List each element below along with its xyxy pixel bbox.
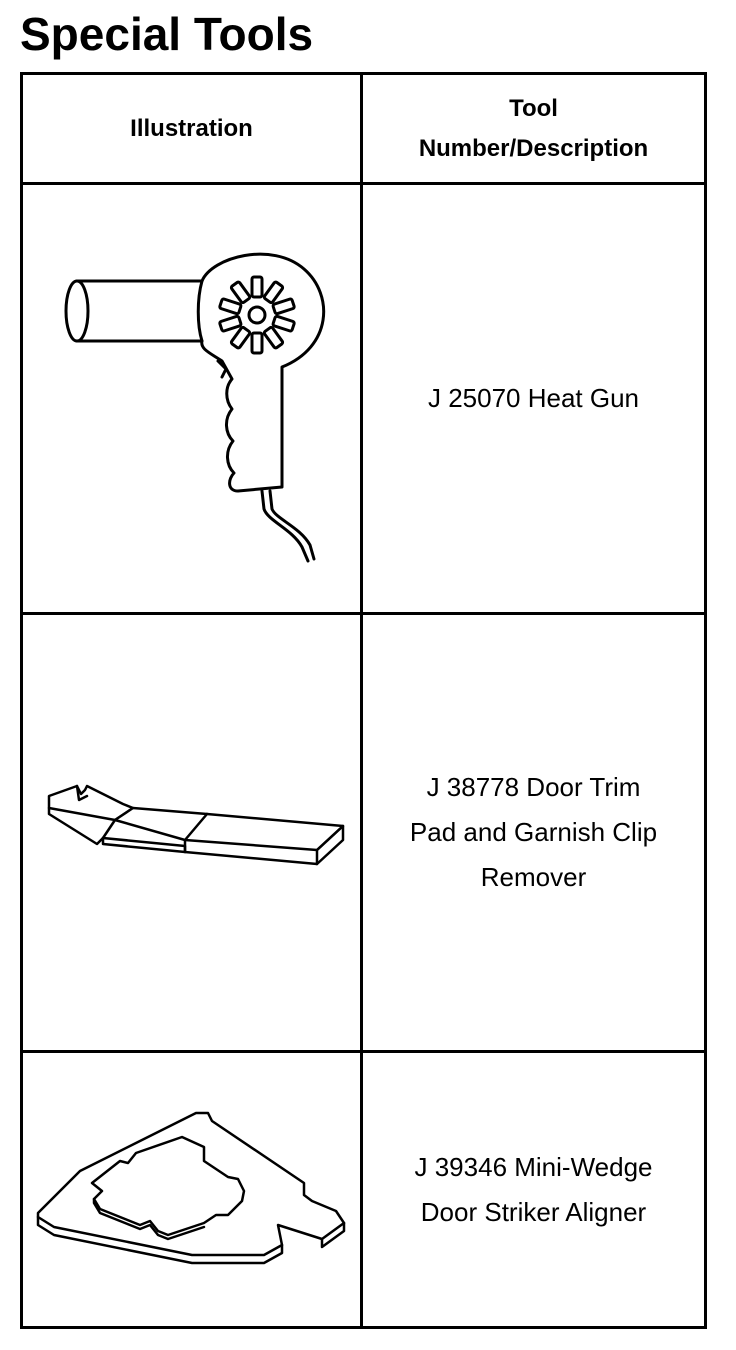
header-tool-line: Tool [509,94,558,122]
tool-description-line: J 38778 Door Trim [426,772,641,802]
header-number-description-line: Number/Description [418,134,649,162]
tool-description-line: J 25070 Heat Gun [427,383,640,413]
tool-description-line: J 39346 Mini-Wedge [414,1151,653,1182]
special-tools-table: Illustration Tool Number/Description [20,72,707,1329]
tool-description-cell: J 39346 Mini-Wedge Door Striker Aligner [360,1050,707,1329]
tool-description-cell: J 38778 Door Trim Pad and Garnish Clip R… [360,612,707,1053]
illustration-cell [20,1050,363,1329]
tool-description-line: Pad and Garnish Clip [409,817,658,847]
mini-wedge-icon [36,1111,345,1264]
header-tool-description: Tool Number/Description [360,72,707,185]
tool-description-cell: J 25070 Heat Gun [360,182,707,615]
table-row: J 39346 Mini-Wedge Door Striker Aligner [20,1050,707,1329]
tool-description-line: Remover [480,862,587,892]
illustration-cell [20,612,363,1053]
trim-pad-clip-remover-icon [47,784,344,865]
heat-gun-icon [64,252,325,562]
table-row: J 25070 Heat Gun [20,182,707,615]
page-title: Special Tools [20,8,314,60]
tool-description-line: Door Striker Aligner [420,1196,647,1227]
illustration-cell [20,182,363,615]
table-row: J 38778 Door Trim Pad and Garnish Clip R… [20,612,707,1053]
header-illustration: Illustration [20,72,363,185]
table-header-row: Illustration Tool Number/Description [20,72,707,185]
